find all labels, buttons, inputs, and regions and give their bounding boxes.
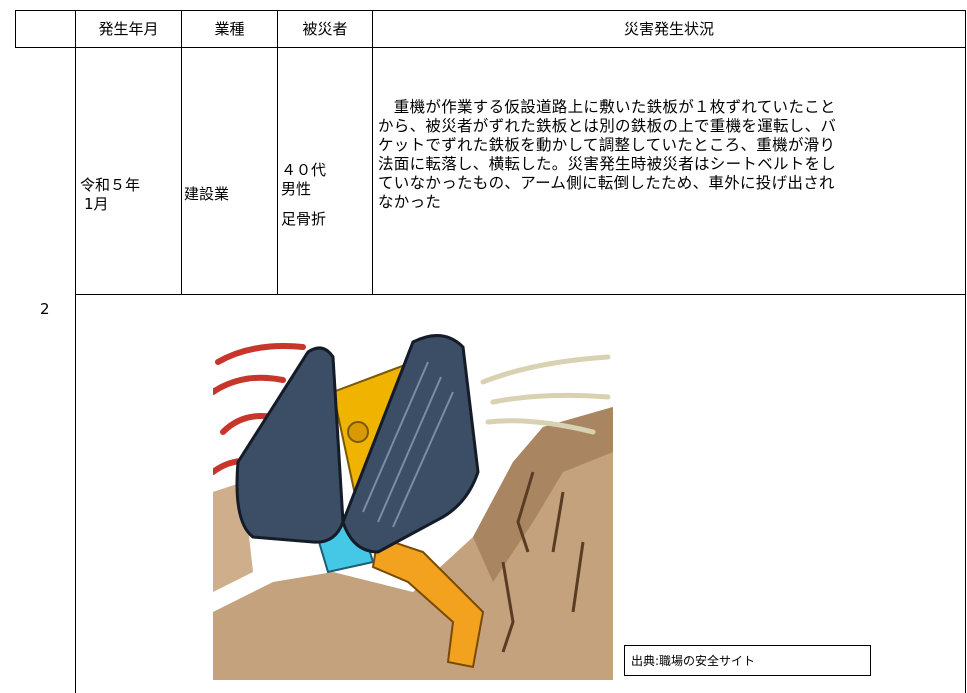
header-situation: 災害発生状況 [623,20,714,38]
incident-date-year: 令和５年 [80,176,141,194]
motion-lines-right [480,354,611,435]
table-top-border [15,10,966,11]
motion-lines-left [213,343,306,475]
header-bottom-border [15,47,966,48]
number-column-border [75,10,76,693]
left-crawler-track [235,346,345,544]
header-date: 発生年月 [98,20,159,38]
victim-sex: 男性 [281,180,312,198]
cliff-cracks [501,471,585,653]
row-divider [75,294,966,295]
excavator-pivot [347,421,369,443]
right-crawler-track [341,334,480,554]
victim-column-border [372,10,373,294]
situation-line: ケットでずれた鉄板を動かして調整していたところ、重機が滑り [378,136,836,154]
industry-value: 建設業 [184,185,230,203]
excavator-arm [371,535,485,669]
victim-age: ４０代 [281,161,327,179]
situation-line: 重機が作業する仮設道路上に敷いた鉄板が１枚ずれていたこと [378,98,836,116]
source-caption: 出典:職場の安全サイト [624,645,871,676]
incident-date-month: 1月 [84,195,109,213]
situation-line: ていなかったもの、アーム側に転倒したため、車外に投げ出され [378,174,835,192]
row-number: 2 [40,300,50,318]
situation-line: から、被災者がずれた鉄板とは別の鉄板の上で重機を運転し、バ [378,117,837,135]
situation-line: 法面に転落し、横転した。災害発生時被災者はシートベルトをし [378,155,837,173]
table-right-border [965,10,966,693]
table-left-border [15,10,16,47]
track-treads [362,361,454,528]
cliff-shadow [473,407,613,582]
header-industry: 業種 [214,20,245,38]
victim-injury: 足骨折 [281,210,327,228]
header-victim: 被災者 [302,20,348,38]
situation-line: なかった [378,193,442,211]
industry-column-border [277,10,278,294]
date-column-border [181,10,182,294]
overturned-excavator-illustration [213,334,613,680]
situation-description: 重機が作業する仮設道路上に敷いた鉄板が１枚ずれていたこと から、被災者がずれた鉄… [378,98,960,212]
